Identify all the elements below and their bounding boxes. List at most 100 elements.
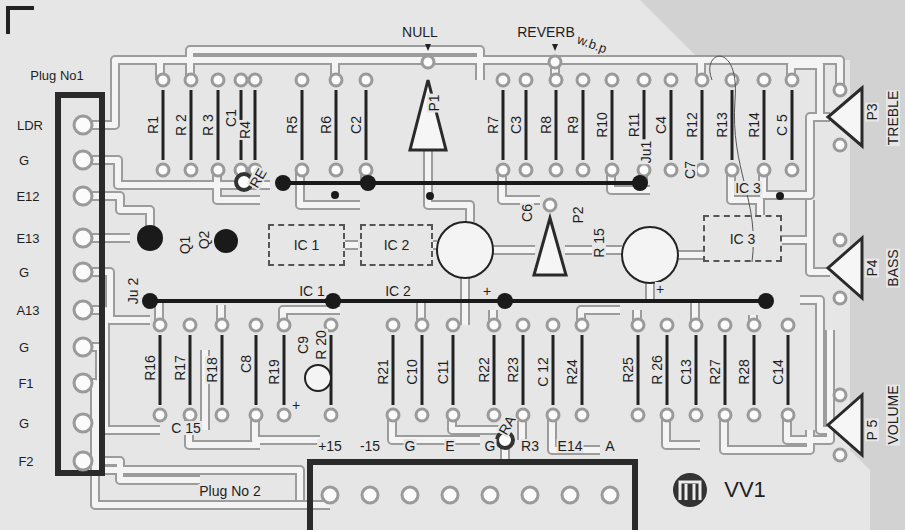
component-body xyxy=(701,90,704,160)
solder-pad xyxy=(488,319,500,331)
part-label: IC 3 xyxy=(734,181,762,195)
potentiometer-symbol xyxy=(534,218,566,275)
solder-pad xyxy=(550,74,562,86)
component-body xyxy=(670,90,673,160)
solder-pad xyxy=(544,199,556,211)
solder-pad xyxy=(212,74,224,86)
part-label: C14 xyxy=(771,358,785,386)
solder-pad xyxy=(786,164,798,176)
part-label: +15 xyxy=(317,439,343,453)
part-label: R8 xyxy=(539,115,553,135)
solder-pad xyxy=(278,409,290,421)
solder-pad xyxy=(157,74,169,86)
solder-pad xyxy=(74,187,92,205)
solder-pad xyxy=(726,74,738,86)
solder-pad xyxy=(250,319,262,331)
copper-trace xyxy=(345,242,358,248)
board-legend: Plug No1 xyxy=(29,69,84,82)
solder-pad xyxy=(212,164,224,176)
component-body xyxy=(695,335,698,405)
pin-name: LDR xyxy=(16,119,44,132)
component-body xyxy=(330,335,333,405)
part-label: R 15 xyxy=(592,227,606,259)
component-body xyxy=(162,90,165,160)
copper-trace xyxy=(678,252,703,258)
solder-pad xyxy=(74,338,92,356)
plug-outline xyxy=(310,462,635,530)
solder-pad xyxy=(74,301,92,319)
copper-trace xyxy=(787,330,830,440)
solder-pad xyxy=(184,319,196,331)
solder-pad xyxy=(416,409,428,421)
component-body xyxy=(392,335,395,405)
part-label: -15 xyxy=(359,439,381,453)
component-body xyxy=(666,335,669,405)
component-body xyxy=(724,335,727,405)
component-body xyxy=(611,90,614,160)
part-label: R6 xyxy=(319,115,333,135)
ic-name: IC 1 xyxy=(292,237,322,253)
solder-pad xyxy=(296,74,308,86)
pin-name: G xyxy=(18,266,30,279)
component-body xyxy=(221,335,224,405)
solder-pad xyxy=(690,409,702,421)
trace-group xyxy=(83,50,840,505)
part-label: P1 xyxy=(427,93,441,112)
component-body xyxy=(254,90,257,160)
solder-pad xyxy=(696,74,708,86)
copper-trace xyxy=(647,283,653,300)
copper-trace xyxy=(678,250,703,260)
part-label: R27 xyxy=(708,358,722,386)
solder-pad xyxy=(520,164,532,176)
solder-pad xyxy=(834,234,846,246)
component-body xyxy=(301,90,304,160)
potentiometer-symbol xyxy=(410,80,446,150)
solder-pad xyxy=(154,409,166,421)
solder-pad xyxy=(719,319,731,331)
component-body xyxy=(787,335,790,405)
part-label: R22 xyxy=(477,356,491,384)
component-body xyxy=(159,335,162,405)
pin-name: G xyxy=(18,154,30,167)
part-label: R1 xyxy=(146,115,160,135)
part-label: RA xyxy=(496,412,519,438)
part-label: R19 xyxy=(267,358,281,386)
copper-trace xyxy=(493,247,535,253)
part-label: TREBLE xyxy=(886,90,900,146)
solder-pad xyxy=(360,164,372,176)
solder-pad xyxy=(325,409,337,421)
solder-pad xyxy=(447,319,459,331)
solder-pad xyxy=(577,74,589,86)
solder-pad xyxy=(74,151,92,169)
part-label: P3 xyxy=(865,102,879,121)
solder-pad xyxy=(550,164,562,176)
solder-pad xyxy=(387,409,399,421)
part-label: IC 1 xyxy=(298,284,326,298)
jumper-dot xyxy=(497,293,513,309)
component-body xyxy=(552,335,555,405)
pin-name: E13 xyxy=(15,232,40,245)
solder-pad xyxy=(638,74,650,86)
solder-pad xyxy=(834,449,846,461)
copper-trace xyxy=(800,300,830,430)
part-label: Ju 2 xyxy=(126,277,140,305)
component-body xyxy=(525,90,528,160)
part-label: C6 xyxy=(520,203,534,223)
copper-trace xyxy=(787,330,830,440)
solder-pad xyxy=(157,164,169,176)
part-label: R16 xyxy=(143,354,157,382)
part-label: C3 xyxy=(509,115,523,135)
part-label: R21 xyxy=(376,358,390,386)
component-body xyxy=(522,335,525,405)
jumper-dot xyxy=(758,293,774,309)
part-label: Q2 xyxy=(197,230,211,251)
solder-pad xyxy=(154,319,166,331)
solder-pad xyxy=(497,74,509,86)
solder-pad xyxy=(834,389,846,401)
ic-name: IC 2 xyxy=(382,237,412,253)
corner-mark xyxy=(8,8,34,34)
solder-pad xyxy=(74,414,92,432)
part-label: R17 xyxy=(173,354,187,382)
part-label: G xyxy=(404,439,417,453)
